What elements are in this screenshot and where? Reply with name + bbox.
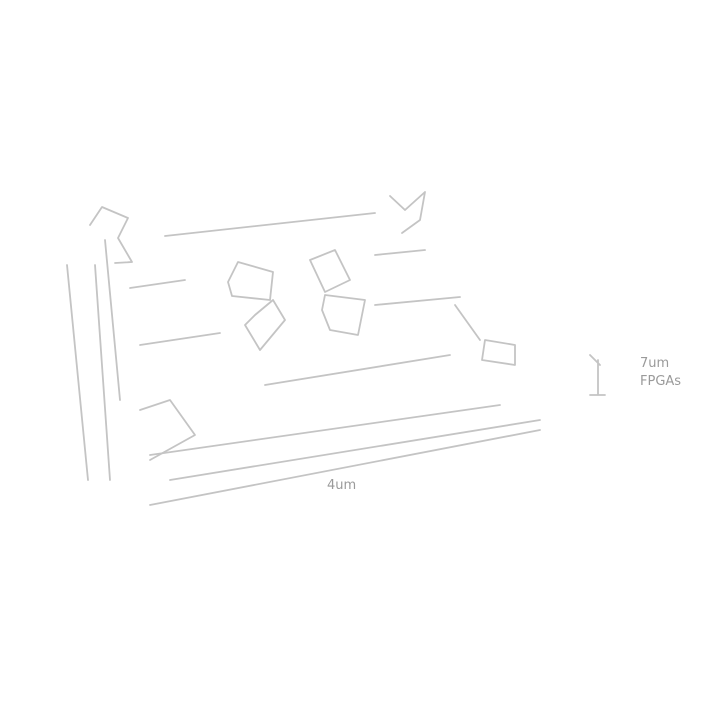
block-e [481,339,516,366]
dimension-sublabel: FPGAs [640,374,682,389]
left-line-upper [129,279,186,289]
block-d [321,294,366,336]
top-line [164,212,376,237]
outer-frame [66,239,121,481]
top-left-shape [89,206,133,264]
block-c [309,249,351,293]
second-line [374,249,426,256]
rail-3 [149,429,541,506]
bottom-left-triangle [139,399,196,461]
left-line-mid [139,332,221,346]
block-a [227,261,274,301]
top-right-flag [389,191,426,234]
bottom-dimension-label: 4um [327,478,357,493]
diagonal [454,304,481,341]
mid-right-line [374,296,461,306]
mid-line [264,354,451,386]
dimension-label: 7um [640,356,670,371]
rail-1 [149,404,501,456]
block-b [244,299,286,351]
dimension-arrow [589,354,606,396]
rail-2 [169,419,541,481]
